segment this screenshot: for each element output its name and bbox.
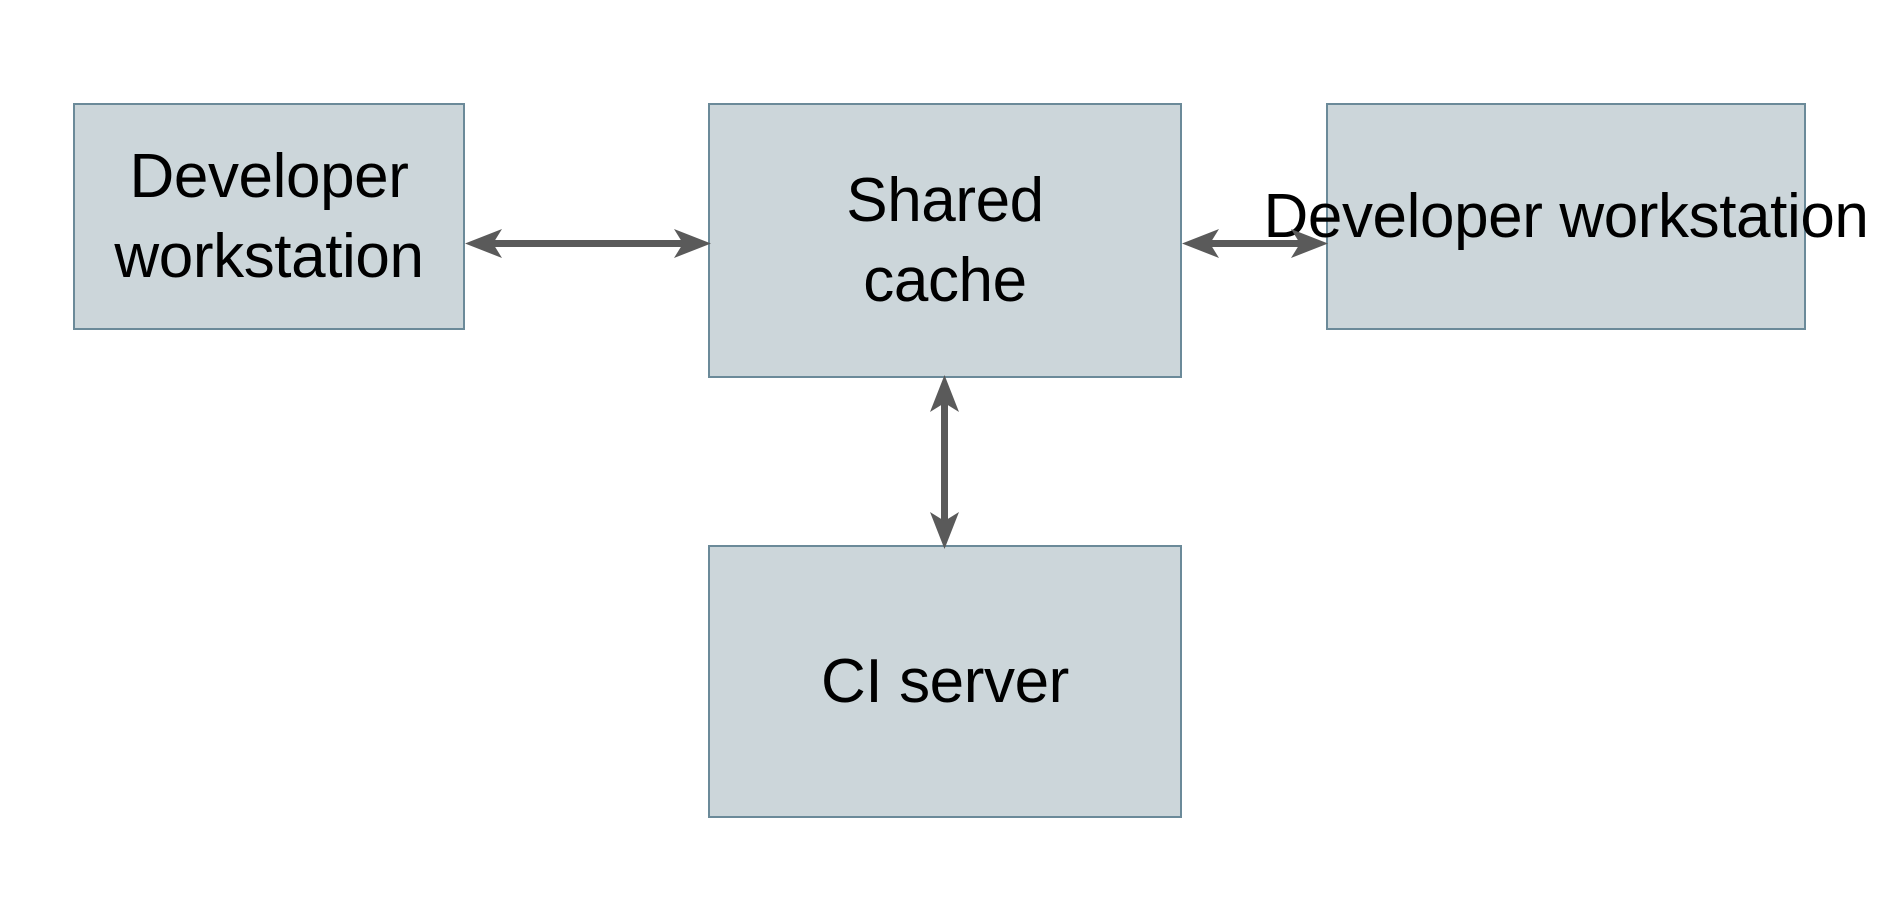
edge-shared-cache-to-developer-right[interactable] — [1179, 208, 1331, 280]
node-shared-cache[interactable]: Shared cache — [708, 103, 1182, 378]
node-developer-workstation-left[interactable]: Developer workstation — [73, 103, 465, 330]
node-ci-server[interactable]: CI server — [708, 545, 1182, 818]
node-label: CI server — [821, 646, 1069, 716]
node-developer-workstation-right[interactable]: Developer workstation — [1264, 103, 1869, 330]
edge-shared-cache-to-ci-server[interactable] — [909, 372, 981, 552]
node-label: Developer workstation — [114, 142, 424, 291]
edge-developer-left-to-shared-cache[interactable] — [462, 208, 714, 280]
node-label: Developer workstation — [1263, 181, 1869, 251]
node-label: Shared cache — [846, 166, 1044, 315]
